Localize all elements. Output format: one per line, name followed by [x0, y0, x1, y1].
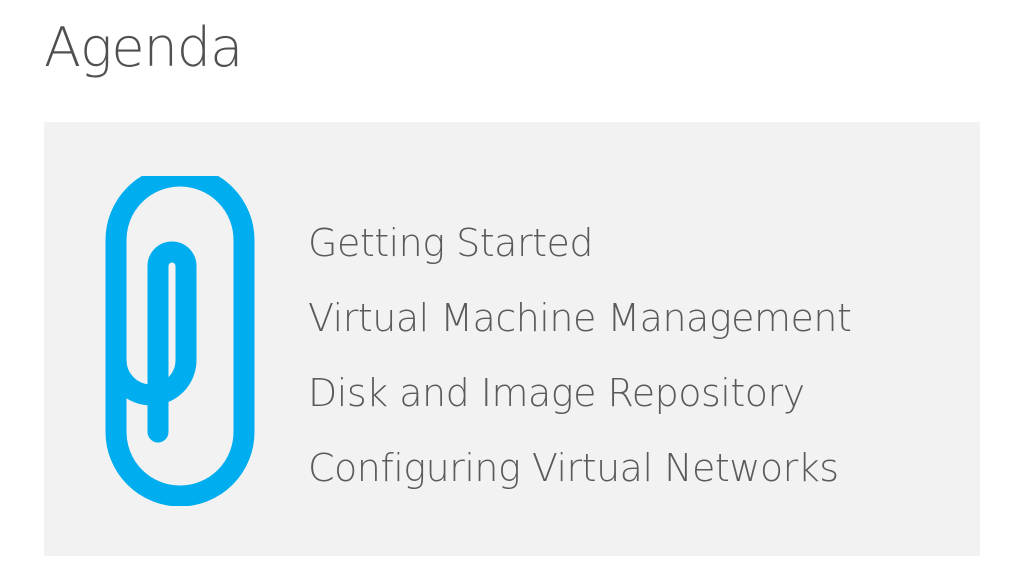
- agenda-item-configuring-virtual-networks: Configuring Virtual Networks: [308, 446, 839, 490]
- agenda-list: Getting Started Virtual Machine Manageme…: [308, 206, 852, 506]
- agenda-item-disk-and-image-repository: Disk and Image Repository: [308, 371, 805, 415]
- paperclip-icon: [105, 176, 255, 506]
- agenda-item-virtual-machine-management: Virtual Machine Management: [308, 296, 852, 340]
- agenda-panel: Getting Started Virtual Machine Manageme…: [44, 122, 980, 556]
- paperclip-icon-path: [105, 176, 255, 506]
- slide-title: Agenda: [44, 16, 243, 79]
- agenda-item-getting-started: Getting Started: [308, 221, 593, 265]
